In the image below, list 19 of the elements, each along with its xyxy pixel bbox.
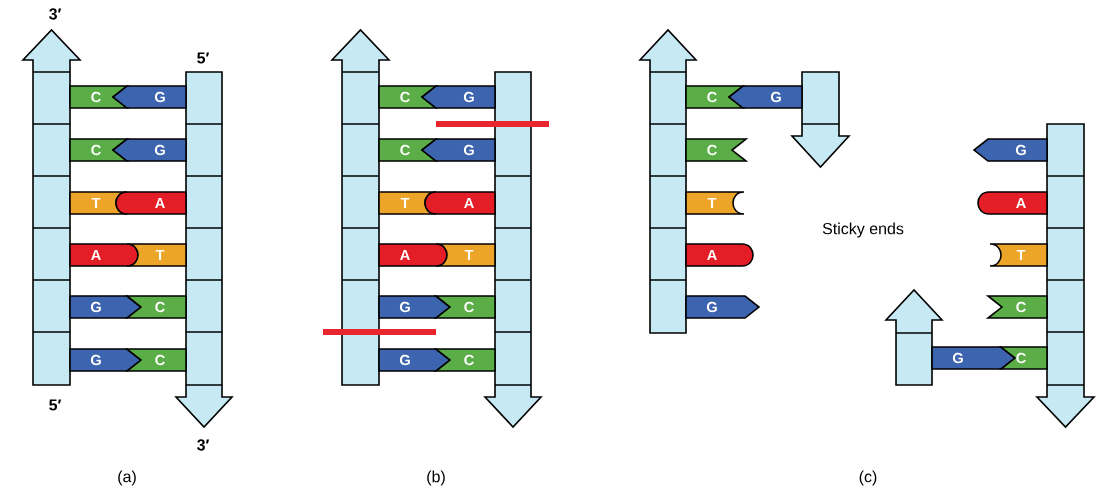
end-label: 3′: [197, 439, 210, 451]
base-block: T: [989, 243, 1048, 267]
panel-label: (b): [427, 470, 445, 486]
end-label: 3′: [49, 8, 62, 20]
panel-label: (a): [118, 470, 136, 486]
panel-label: (c): [859, 470, 877, 486]
base-block: C: [985, 295, 1048, 319]
base-block: A: [69, 243, 139, 267]
base-block: A: [115, 191, 187, 215]
annotation-text: Sticky ends: [822, 222, 904, 238]
base-block: A: [378, 243, 448, 267]
end-label: 5′: [197, 52, 210, 64]
base-block: T: [685, 191, 745, 215]
base-block: G: [685, 295, 761, 319]
base-block: C: [685, 138, 749, 162]
base-block: A: [977, 191, 1048, 215]
base-block: A: [424, 191, 496, 215]
base-block: A: [685, 243, 754, 267]
end-label: 5′: [49, 399, 62, 411]
